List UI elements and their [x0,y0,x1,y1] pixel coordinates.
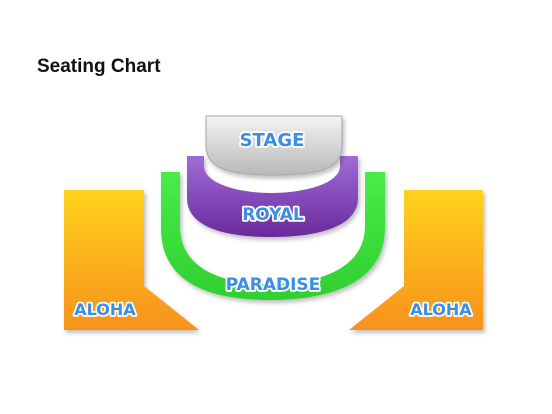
aloha-left-section[interactable] [64,190,199,330]
aloha-right-label: ALOHA [410,300,472,319]
stage-label: STAGE [240,130,305,151]
aloha-left-label: ALOHA [74,300,136,319]
royal-section[interactable] [187,156,358,237]
royal-label: ROYAL [242,205,304,225]
page-title: Seating Chart [37,56,161,77]
stage [205,115,343,176]
paradise-label: PARADISE [226,275,321,295]
aloha-right-section[interactable] [349,190,483,330]
